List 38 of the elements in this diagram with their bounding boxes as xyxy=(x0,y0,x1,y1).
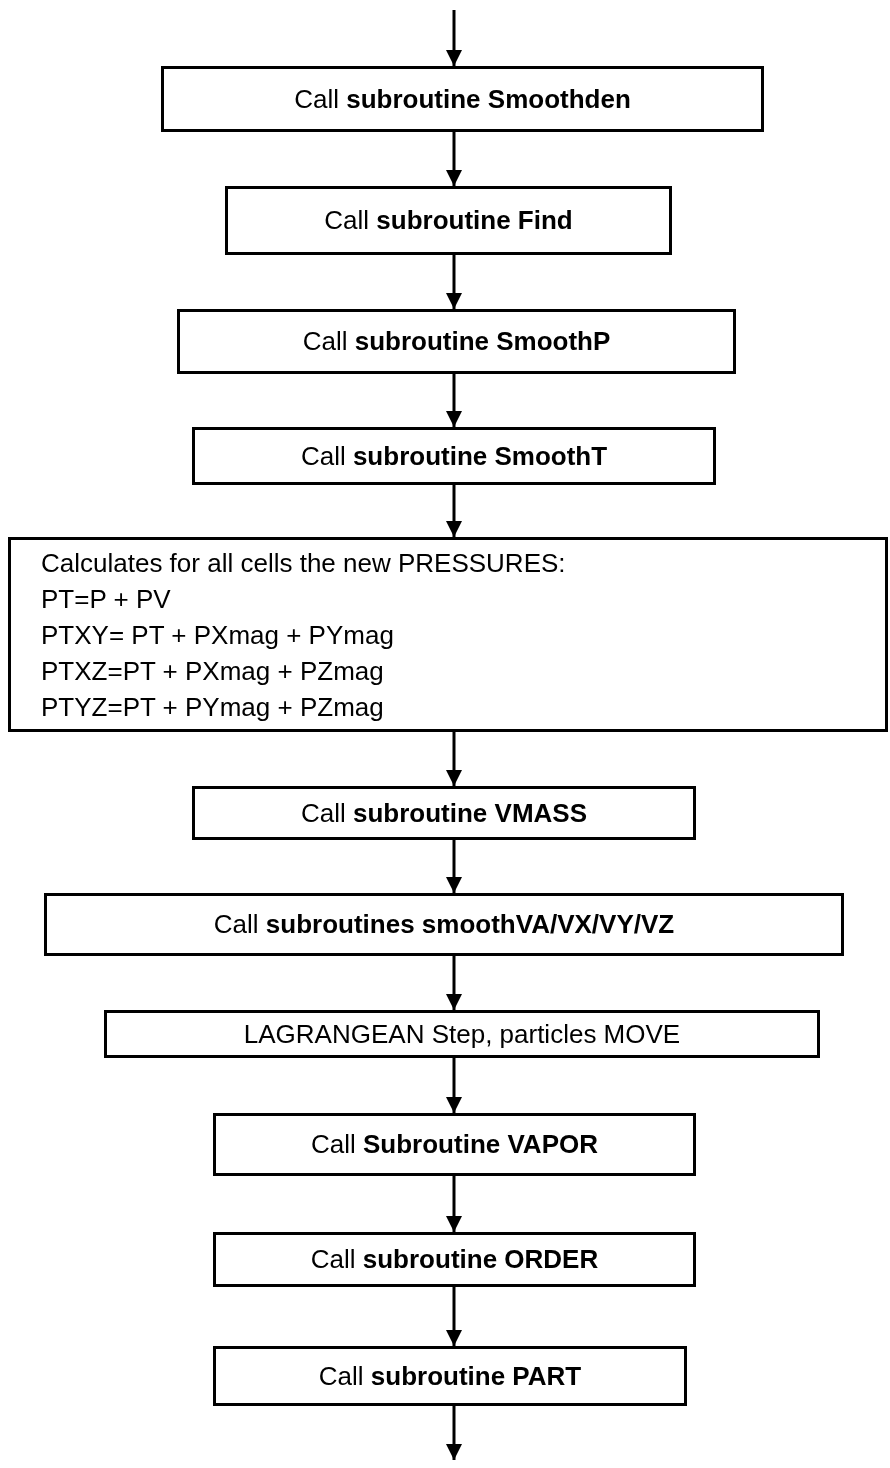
step-text: LAGRANGEAN Step, particles MOVE xyxy=(243,1018,681,1050)
process-box xyxy=(104,1010,820,1058)
step-text: Call subroutine Find xyxy=(324,205,573,236)
step-text: Call subroutine ORDER xyxy=(310,1244,599,1275)
arrow xyxy=(446,374,462,427)
arrow xyxy=(446,1058,462,1113)
process-box xyxy=(177,309,736,374)
step-text: Call subroutine VMASS xyxy=(301,797,587,829)
formula-text: PTYZ=PT + PYmag + PZmag xyxy=(41,690,384,724)
formula-text: PTXZ=PT + PXmag + PZmag xyxy=(41,654,384,688)
arrow xyxy=(446,255,462,309)
step-text: Call subroutine SmoothT xyxy=(300,440,608,472)
arrow xyxy=(446,1287,462,1346)
process-box xyxy=(192,786,696,840)
process-box xyxy=(213,1232,696,1287)
arrow xyxy=(446,10,462,66)
arrow xyxy=(446,732,462,786)
arrow xyxy=(446,956,462,1010)
arrow xyxy=(446,840,462,893)
process-box xyxy=(192,427,716,485)
process-box xyxy=(8,537,888,732)
process-box xyxy=(213,1113,696,1176)
process-box xyxy=(44,893,844,956)
step-text: Call Subroutine VAPOR xyxy=(311,1129,598,1160)
step-text: Call subroutines smoothVA/VX/VY/VZ xyxy=(213,909,675,940)
process-box xyxy=(225,186,672,255)
formula-text: PT=P + PV xyxy=(41,582,171,616)
formula-text: PTXY= PT + PXmag + PYmag xyxy=(41,618,394,652)
step-text: Call subroutine SmoothP xyxy=(302,326,611,357)
arrow xyxy=(446,1406,462,1460)
arrow xyxy=(446,132,462,186)
arrow xyxy=(446,485,462,537)
process-box xyxy=(161,66,764,132)
arrow xyxy=(446,1176,462,1232)
step-text: Call subroutine Smoothden xyxy=(294,83,631,115)
process-box xyxy=(213,1346,687,1406)
formula-text: Calculates for all cells the new PRESSURES: xyxy=(41,546,566,580)
step-text: Call subroutine PART xyxy=(318,1360,582,1392)
